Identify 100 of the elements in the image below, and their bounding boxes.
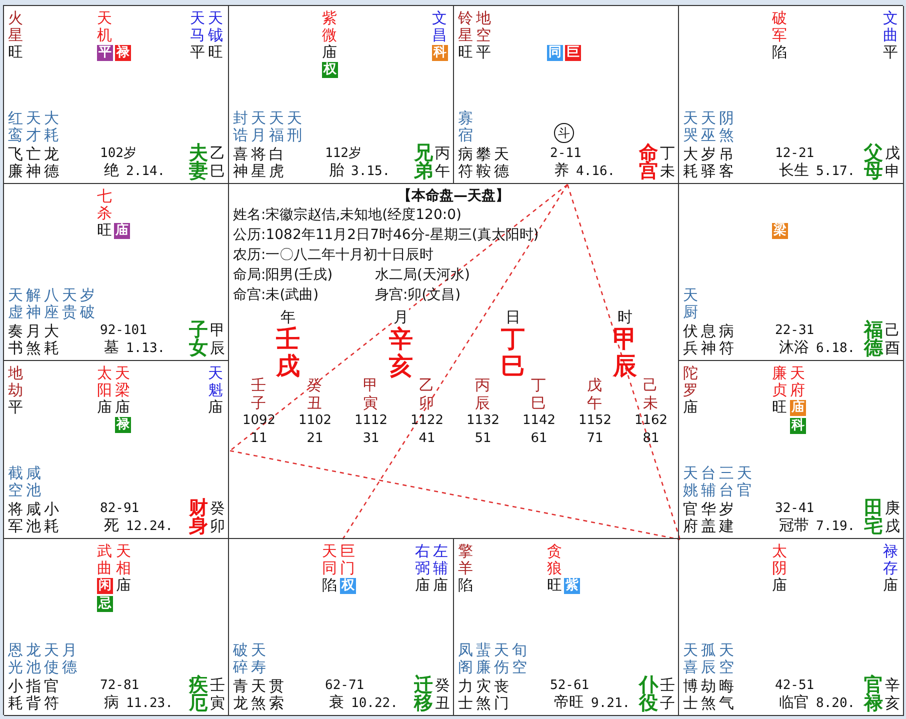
star-name: 地劫 [8, 365, 23, 399]
dashed-line [230, 184, 568, 452]
palace-cell [679, 361, 904, 538]
minor-star-name: 岁破 [80, 287, 95, 321]
transform-badge: 平 [97, 45, 113, 61]
spirit-star-name: 小耗 [8, 678, 23, 712]
dashed-line [230, 450, 680, 540]
minor-star-name: 红鸾 [8, 110, 23, 144]
minor-star-name: 三台 [719, 464, 734, 498]
brightness-label: 庙 [883, 576, 898, 594]
spirit-star-name: 咸池 [26, 500, 41, 534]
decade-year: 1122 [409, 412, 445, 428]
star-name: 铃星 [458, 10, 473, 44]
spirit-star-name: 攀鞍 [476, 146, 491, 180]
brightness-label: 旺 [8, 44, 23, 61]
spirit-star-name: 亡神 [26, 146, 41, 180]
date-label: 12.24. [126, 518, 173, 534]
circled-character: 斗 [554, 122, 574, 142]
date-label: 2.14. [126, 162, 166, 180]
palace-cell [454, 538, 679, 716]
decade-stem-branch: 己未 [643, 376, 658, 412]
transform-badge: 忌 [97, 596, 113, 612]
decade-age: 41 [418, 430, 436, 446]
star-name: 天魁 [208, 365, 223, 399]
minor-star-name: 天刑 [287, 110, 302, 144]
star-name: 天相 [116, 542, 131, 576]
info-line: 水二局(天河水) [375, 266, 470, 284]
palace-name: 迁移 [414, 676, 433, 712]
decade-age: 21 [306, 430, 324, 446]
spirit-star-name: 龙德 [44, 146, 59, 180]
minor-star-name: 天福 [269, 110, 284, 144]
stem-branch: 丁未 [660, 144, 675, 180]
decade-stem-branch: 丙辰 [475, 376, 490, 412]
palace-cell [454, 6, 679, 184]
dashed-line [566, 184, 681, 540]
date-label: 11.23. [126, 695, 173, 712]
minor-star-name: 天寿 [251, 642, 266, 676]
spirit-star-name: 白虎 [269, 146, 284, 180]
stem-branch: 癸卯 [210, 498, 225, 534]
transform-badge: 权 [322, 62, 338, 78]
info-line: 公历:1082年11月2日7时46分-星期三(真太阳时) [233, 226, 539, 244]
star-name: 破军 [772, 10, 787, 44]
minor-star-name: 天姚 [683, 464, 698, 498]
info-line: 姓名:宋徽宗赵佶,未知地(经度120:0) [233, 206, 462, 224]
brightness-label: 庙 [322, 44, 337, 61]
transform-badge: 梁 [772, 222, 788, 238]
date-label: 10.22. [351, 695, 398, 712]
star-name: 天钺 [208, 10, 223, 44]
phase-label: 胎 [329, 162, 344, 178]
brightness-label: 旺 [547, 576, 562, 594]
decade-year: 1152 [577, 412, 613, 428]
age-range: 62-71 [325, 678, 364, 694]
minor-star-name: 天官 [737, 464, 752, 498]
phase-label: 沐浴 [779, 339, 809, 356]
star-name: 文昌 [432, 10, 447, 44]
minor-star-name: 解神 [26, 287, 41, 321]
age-range: 2-11 [550, 146, 582, 162]
chart-title: 【本命盘—天盘】 [398, 188, 510, 204]
stem-branch: 乙巳 [210, 144, 225, 180]
decade-stem-branch: 甲寅 [363, 376, 378, 412]
palace-cell [4, 538, 229, 716]
minor-star-name: 咸池 [26, 464, 41, 498]
palace-name: 仆役 [639, 676, 658, 712]
star-name: 禄存 [883, 542, 898, 576]
age-range: 22-31 [775, 323, 814, 339]
brightness-label: 陷 [458, 576, 473, 594]
age-range: 52-61 [550, 678, 590, 694]
star-name: 文曲 [883, 10, 898, 44]
palace-name: 财身 [189, 498, 208, 534]
pillar-stem-branch: 辛亥 [389, 326, 413, 380]
brightness-label: 旺 [208, 44, 223, 61]
spirit-star-name: 天煞 [251, 678, 266, 712]
palace-name: 疾厄 [189, 676, 208, 712]
pillar-label: 时 [617, 308, 633, 326]
decade-year: 1162 [633, 412, 669, 428]
star-name: 擎羊 [458, 542, 473, 576]
info-line: 命局:阳男(壬戌) [233, 266, 333, 284]
date-label: 7.19. [816, 518, 856, 534]
palace-name: 官禄 [864, 676, 883, 712]
palace-name: 夫妻 [189, 144, 208, 180]
spirit-star-name: 大耗 [44, 323, 59, 357]
minor-star-name: 龙池 [26, 642, 41, 676]
decade-age: 61 [530, 430, 548, 446]
transform-badge: 紫 [564, 578, 580, 594]
spirit-star-name: 丧门 [494, 678, 509, 712]
decade-year: 1132 [465, 412, 501, 428]
spirit-star-name: 晦气 [719, 678, 734, 712]
phase-label: 养 [554, 162, 569, 178]
age-range: 82-91 [100, 500, 140, 516]
decade-stem-branch: 丁巳 [531, 376, 546, 412]
minor-star-name: 天使 [44, 642, 59, 676]
decade-age: 81 [642, 430, 660, 446]
minor-star-name: 天伤 [494, 642, 509, 676]
decade-age: 71 [586, 430, 604, 446]
date-label: 3.15. [351, 162, 390, 180]
phase-label: 临官 [779, 694, 809, 711]
brightness-label: 旺 [97, 222, 112, 240]
spirit-star-name: 指背 [26, 678, 41, 712]
date-label: 8.20. [816, 695, 856, 712]
minor-star-name: 天空 [719, 642, 734, 676]
